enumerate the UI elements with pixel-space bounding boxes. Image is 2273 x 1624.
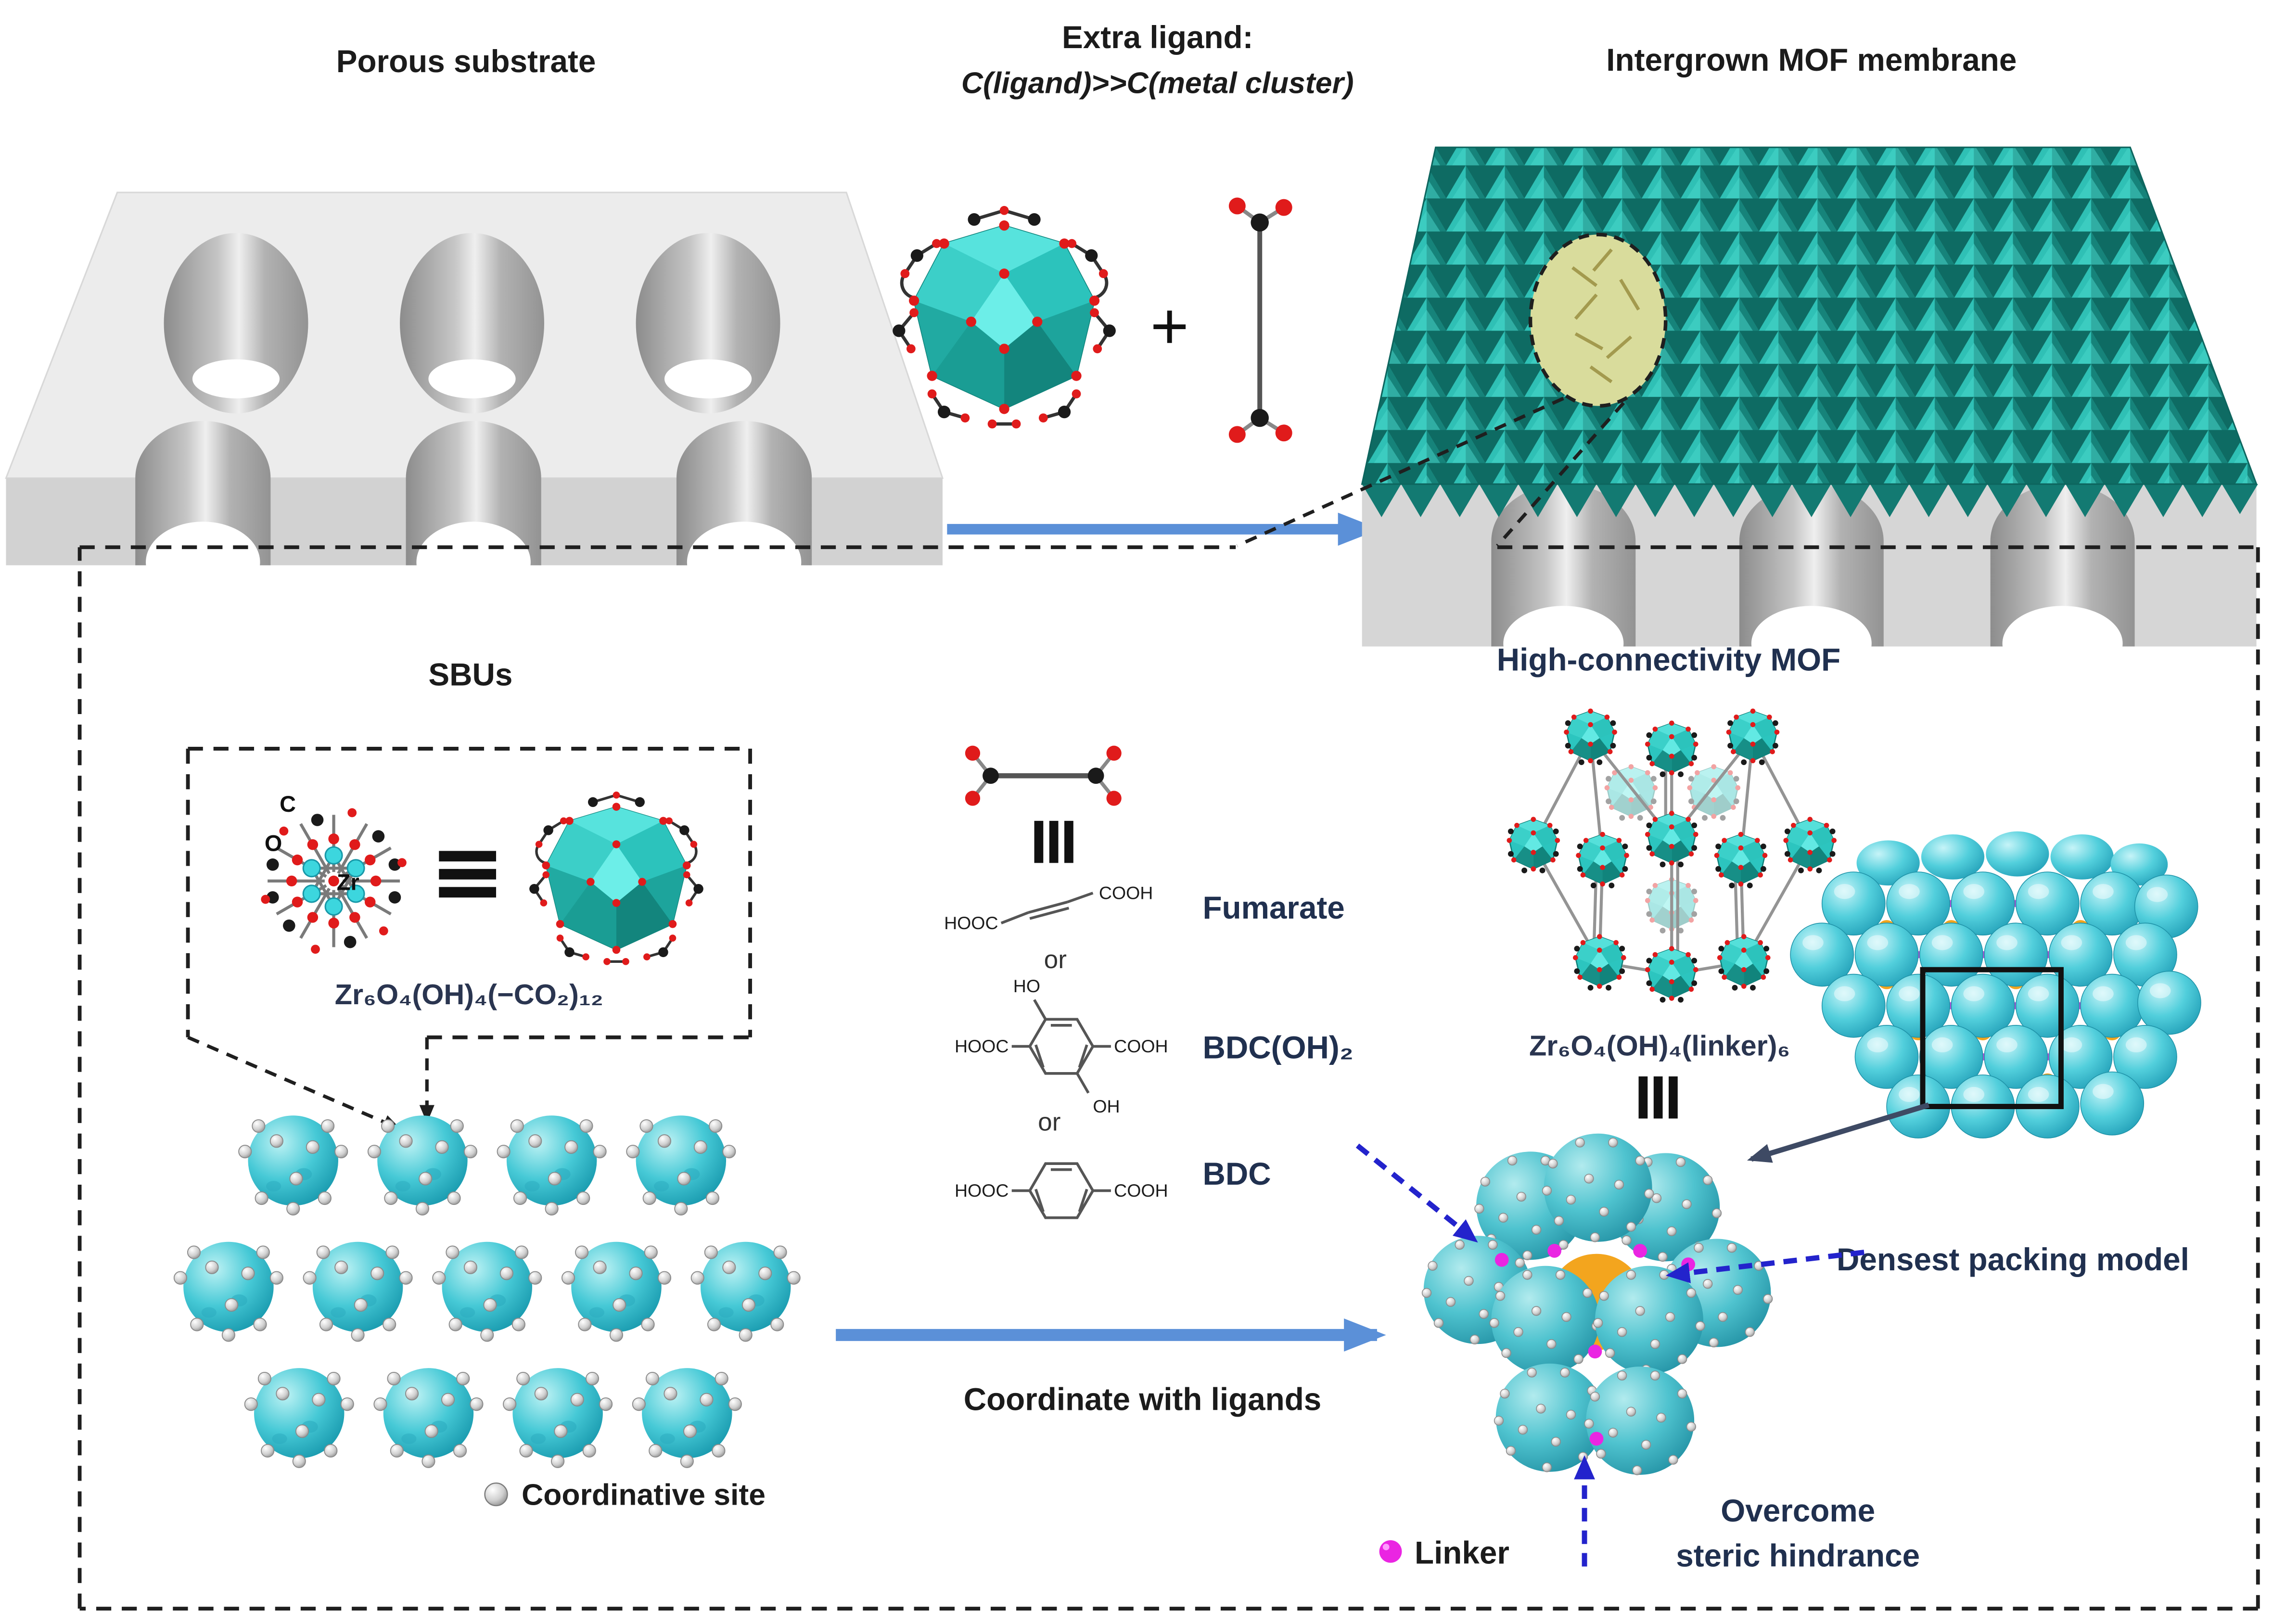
ho-label: HO [1013,976,1040,996]
sbu-title: SBUs [428,657,512,692]
mof-lattice [1506,707,1838,1004]
substrate-front-arches [135,421,812,603]
linker-legend: Linker [1379,1535,1509,1570]
detail-dashed-box [77,545,2260,1611]
bdc-oh2-name: BDC(OH)₂ [1202,1030,1353,1065]
bdc-name: BDC [1202,1156,1271,1191]
sbu-polyhedral-model [529,792,703,965]
sbu-ball-stick-model [261,808,407,954]
porous-substrate-label: Porous substrate [336,44,596,79]
linker-icon [1379,1540,1402,1563]
equivalence-icon [439,851,497,898]
sbu-formula: Zr₆O₄(OH)₄(−CO₂)₁₂ [335,978,603,1010]
unit-cell-square [1920,967,2064,1109]
mof-formula: Zr₆O₄(OH)₄(linker)₆ [1529,1029,1790,1061]
equivalence-icon-vertical-2 [1638,1076,1678,1119]
coordinate-with-ligands-label: Coordinate with ligands [964,1382,1322,1417]
steric-cluster-model [1421,1133,1773,1475]
or-label-2: or [1038,1108,1060,1136]
atom-label-zr: Zr [337,870,359,895]
equivalence-icon-vertical [1034,820,1073,863]
fumarate-skeletal: HOOC COOH or [944,882,1153,974]
fumarate-ballstick-icon [965,745,1122,806]
cooh-label: COOH [1099,882,1153,903]
coordinative-site-label: Coordinative site [522,1478,766,1511]
membrane-substrate-arches [1491,484,2135,681]
intergrown-membrane-graphic [1361,146,2258,681]
overcome-label-line2: steric hindrance [1676,1538,1920,1573]
fumarate-name: Fumarate [1202,890,1344,925]
bdc-oh2-skeletal: HO HOOC COOH OH or [955,976,1168,1136]
bdc-skeletal: HOOC COOH [955,1162,1168,1219]
hooc-label-2: HOOC [955,1036,1009,1056]
hooc-label: HOOC [944,913,998,933]
extra-ligand-label-line1: Extra ligand: [1062,20,1253,55]
hooc-label-3: HOOC [955,1180,1009,1201]
membrane-highlight-ellipse [1528,232,1668,408]
callout-leader-right [1496,401,1625,547]
densest-packing-label: Densest packing model [1837,1242,2189,1277]
coordinative-site-legend: Coordinative site [484,1478,766,1511]
atom-label-o: O [265,831,282,856]
packing-pointer-arrow [1747,1102,1930,1163]
membrane-fringe [1362,484,2258,517]
plus-icon: + [1150,290,1189,363]
substrate-top-holes [164,233,780,414]
overcome-label-line1: Overcome [1721,1493,1875,1528]
fumarate-ligand-icon [1228,197,1292,443]
mof-title: High-connectivity MOF [1497,642,1840,677]
sbu-dashed-box [186,747,752,1039]
cooh-label-3: COOH [1114,1180,1168,1201]
membrane-pyramid-field [1361,146,2258,485]
linker-label: Linker [1415,1535,1509,1570]
or-label-1: or [1044,946,1067,974]
coordinative-site-icon [484,1482,508,1507]
intergrown-membrane-label: Intergrown MOF membrane [1606,42,2017,77]
sbu-sphere-array [173,1115,801,1468]
densest-packing-model [1789,831,2202,1139]
callout-leader-left [1236,396,1564,548]
cooh-label-2: COOH [1114,1036,1168,1056]
atom-label-c: C [280,792,296,817]
extra-ligand-label-line2: C(ligand)>>C(metal cluster) [961,66,1354,100]
metal-cluster-icon [893,206,1116,428]
sbu-leader-diagonal [187,1036,401,1129]
oh-label: OH [1093,1096,1120,1116]
linker-approach-arrow-left [1355,1143,1478,1243]
linker-approach-arrow-right [1665,1250,1864,1283]
porous-substrate-graphic [5,192,944,603]
